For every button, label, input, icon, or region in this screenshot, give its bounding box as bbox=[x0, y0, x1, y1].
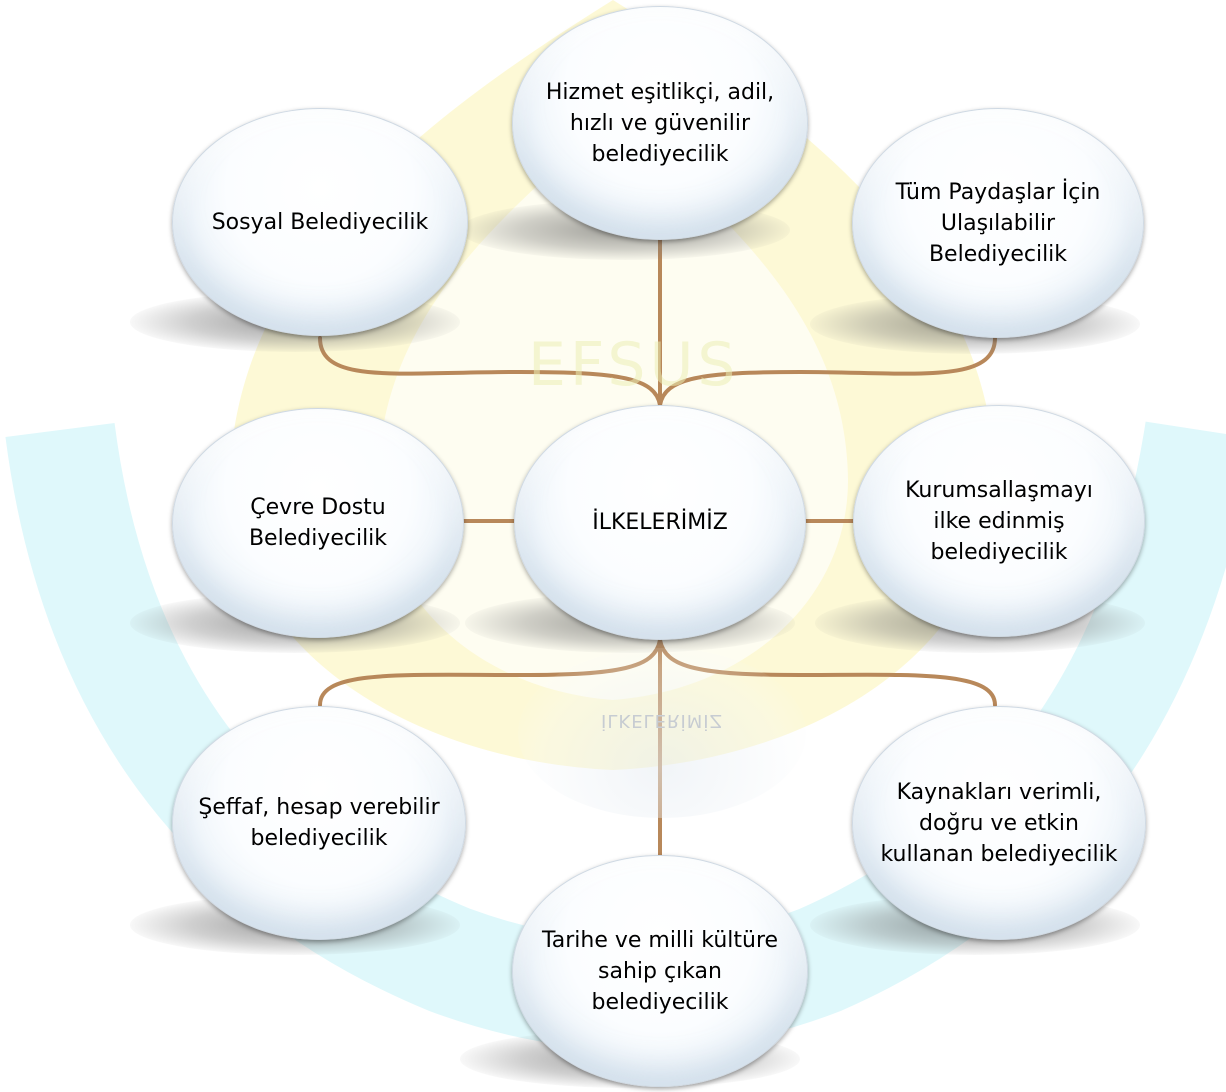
node-resources-label: Kaynakları verimli, doğru ve etkin kulla… bbox=[880, 779, 1118, 867]
node-transparent: Şeffaf, hesap verebilir belediyecilik bbox=[172, 706, 466, 940]
node-service-label: Hizmet eşitlikçi, adil, hızlı ve güvenil… bbox=[545, 79, 775, 167]
node-environment-label: Çevre Dostu Belediyecilik bbox=[248, 495, 388, 551]
connector-accessible bbox=[658, 336, 997, 407]
node-center: İLKELERİMİZ bbox=[514, 405, 806, 640]
node-institutional-label: Kurumsallaşmayı ilke edinmiş belediyecil… bbox=[905, 477, 1093, 565]
node-transparent-label: Şeffaf, hesap verebilir belediyecilik bbox=[198, 795, 440, 851]
center-label: İLKELERİMİZ bbox=[592, 510, 728, 535]
watermark-center-text: EFSUS bbox=[528, 330, 740, 400]
node-accessible: Tüm Paydaşlar İçin Ulaşılabilir Belediye… bbox=[852, 108, 1144, 338]
center-reflection: İLKELERİMİZ bbox=[518, 648, 806, 818]
center-reflection-text: İLKELERİMİZ bbox=[601, 710, 723, 731]
node-resources: Kaynakları verimli, doğru ve etkin kulla… bbox=[852, 706, 1146, 940]
node-history: Tarihe ve milli kültüre sahip çıkan bele… bbox=[512, 855, 808, 1087]
node-history-label: Tarihe ve milli kültüre sahip çıkan bele… bbox=[541, 927, 779, 1015]
node-accessible-label: Tüm Paydaşlar İçin Ulaşılabilir Belediye… bbox=[895, 179, 1101, 267]
node-environment: Çevre Dostu Belediyecilik bbox=[172, 408, 464, 638]
node-service: Hizmet eşitlikçi, adil, hızlı ve güvenil… bbox=[512, 6, 808, 240]
node-social: Sosyal Belediyecilik bbox=[172, 108, 468, 336]
node-social-label: Sosyal Belediyecilik bbox=[211, 209, 429, 235]
node-institutional: Kurumsallaşmayı ilke edinmiş belediyecil… bbox=[853, 405, 1145, 637]
connector-social bbox=[318, 336, 662, 407]
